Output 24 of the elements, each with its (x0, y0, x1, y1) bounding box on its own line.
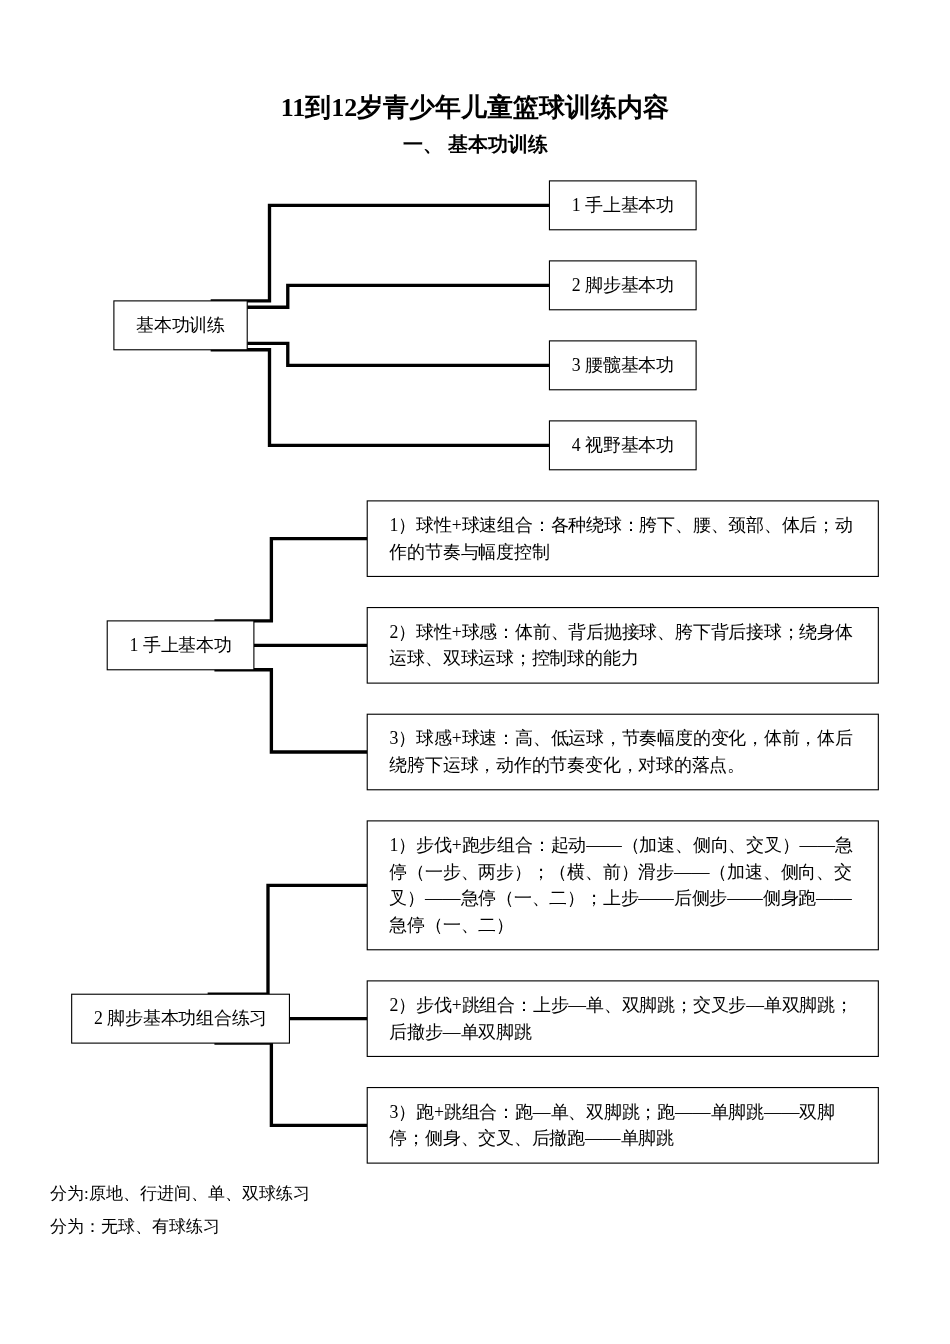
node-box: 4 视野基本功 (548, 420, 697, 471)
node-box: 2 脚步基本功组合练习 (71, 993, 290, 1044)
connector (289, 1017, 368, 1021)
connector (247, 283, 550, 309)
note-text: 分为：无球、有球练习 (50, 1216, 221, 1238)
node-box: 基本功训练 (113, 300, 248, 351)
node-box: 3）跑+跳组合：跑—单、双脚跳；跑——单脚跳——双脚停；侧身、交叉、后撤跑——单脚跳 (366, 1087, 879, 1164)
connector (253, 643, 368, 647)
node-box: 1）球性+球速组合：各种绕球：胯下、腰、颈部、体后；动作的节奏与幅度控制 (366, 500, 879, 577)
section-heading: 一、 基本功训练 (401, 132, 549, 157)
node-box: 1）步伐+跑步组合：起动——（加速、侧向、交叉）——急停（一步、两步）；（横、前）滑步——（加速、侧向、交叉）——急停（一、二）；上步——后侧步——侧身跑——急停（一、二） (366, 820, 879, 951)
connector (214, 668, 368, 754)
node-box: 1 手上基本功 (548, 180, 697, 231)
connector (207, 883, 368, 996)
node-box: 1 手上基本功 (106, 620, 255, 671)
node-box: 2 脚步基本功 (548, 260, 697, 311)
page-title: 11到12岁青少年儿童篮球训练内容 (279, 92, 671, 124)
node-box: 2）球性+球感：体前、背后抛接球、胯下背后接球；绕身体运球、双球运球；控制球的能力 (366, 607, 879, 684)
connector (247, 341, 550, 367)
note-text: 分为:原地、行进间、单、双球练习 (50, 1183, 311, 1205)
connector (210, 348, 550, 447)
node-box: 3）球感+球速：高、低运球，节奏幅度的变化，体前，体后绕胯下运球，动作的节奏变化，对球的落点。 (366, 713, 879, 791)
node-box: 3 腰髋基本功 (548, 340, 697, 391)
node-box: 2）步伐+跳组合：上步—单、双脚跳；交叉步—单双脚跳；后撤步—单双脚跳 (366, 980, 879, 1057)
